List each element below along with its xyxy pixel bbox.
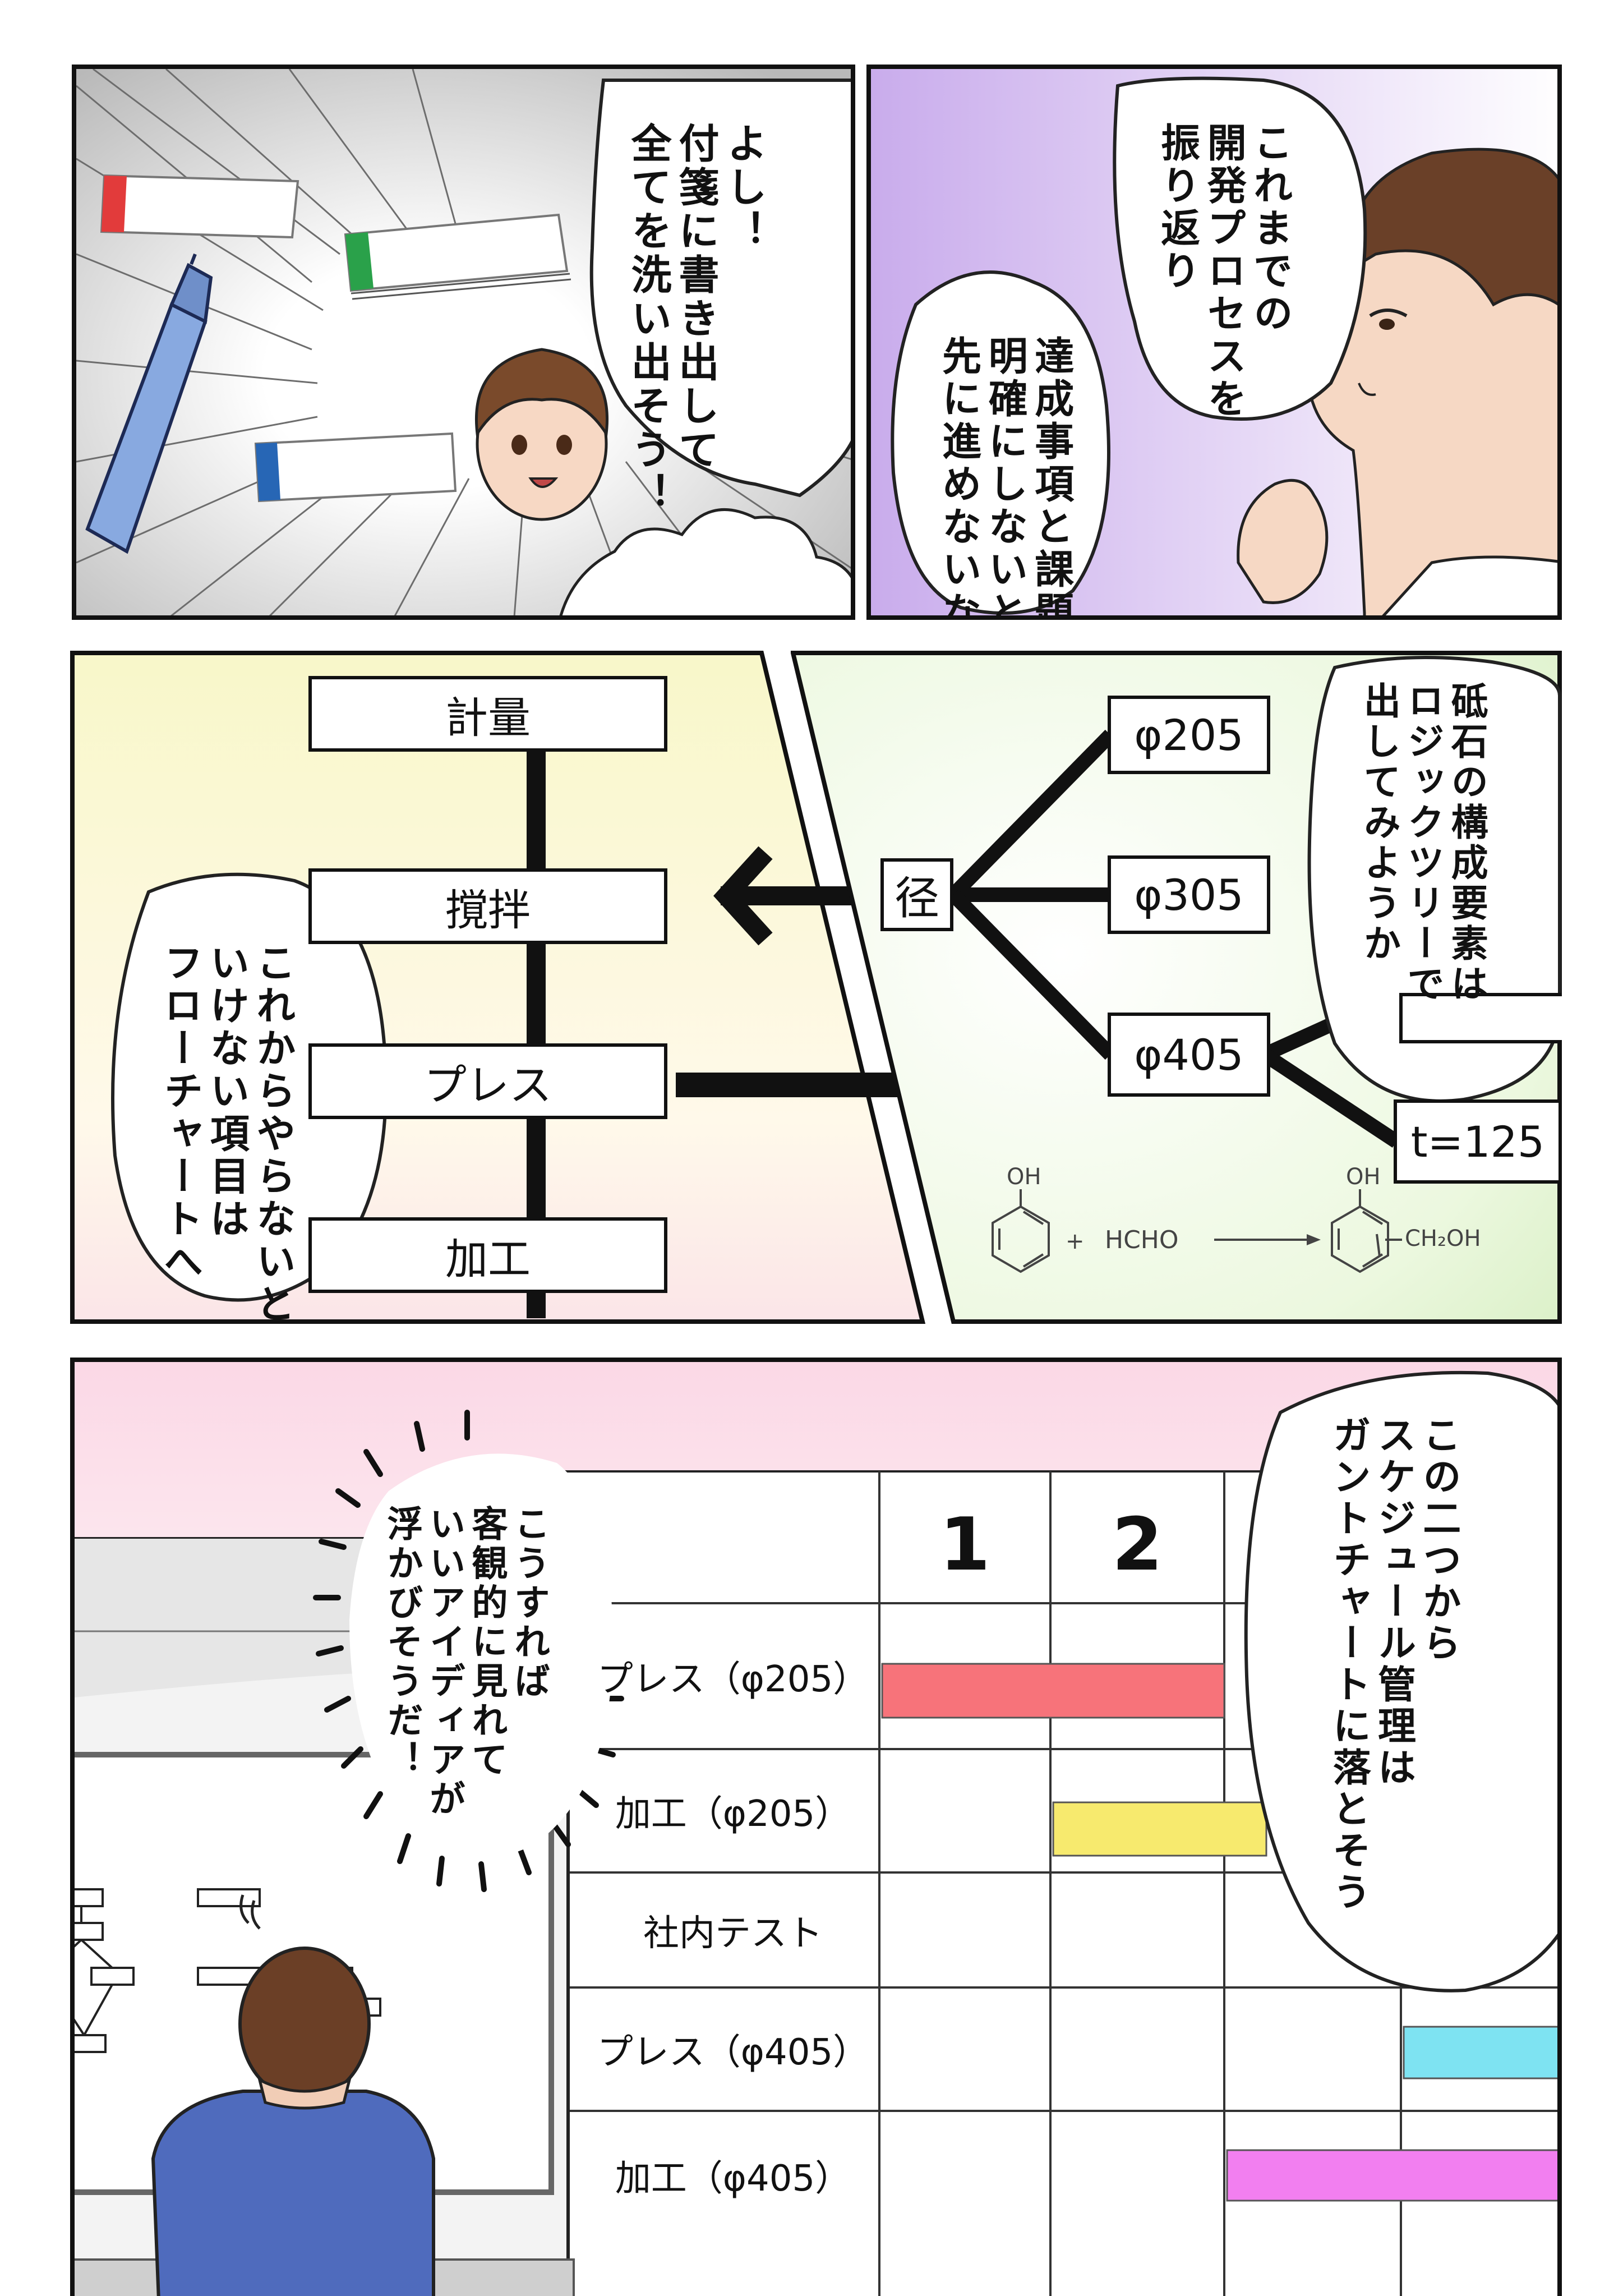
phenol-benzene-icon: [992, 1189, 1050, 1273]
speech-bubble-2b: 達成事項と課題を 明確にしないと 先に進めないなぁ: [935, 335, 1075, 615]
speech-line: 達成事項と課題を: [1028, 335, 1075, 620]
speech-line: 全てを洗い出そう！: [624, 122, 672, 516]
speech-line: よし！: [720, 122, 767, 254]
speech-bubble-1: よし！ 付箋に書き出して 全てを洗い出そう！: [624, 122, 767, 526]
speech-line: いいアイディアが: [423, 1505, 465, 1819]
flow-node-kakou: 加工: [308, 1217, 667, 1293]
speech-line: 出してみようか: [1357, 682, 1401, 964]
gantt-row-press405: プレス（φ405）: [597, 2032, 869, 2073]
sticky-note-green-icon: [344, 213, 571, 300]
panel-4-frame: [791, 651, 1562, 1324]
formula-plus: +: [1066, 1228, 1085, 1254]
gantt-bar-press405: [1403, 2026, 1557, 2079]
speed-lines: [76, 69, 851, 615]
sticky-note-blue-icon: [254, 432, 457, 503]
panel-5-background: [75, 1362, 1557, 2296]
tree-root-kei: 径: [880, 858, 953, 931]
panel-4: 径 φ205 φ305 φ405 t=125 砥石の構成要素は ロジックツリーで…: [791, 651, 1562, 1324]
gantt-row-press205: プレス（φ205）: [597, 1659, 869, 1700]
speech-line: 明確にしないと: [982, 335, 1029, 620]
speech-line: 付箋に書き出して: [672, 122, 720, 472]
speech-line: 開発プロセスを: [1201, 122, 1247, 421]
speech-line: ロジックツリーで: [1401, 682, 1445, 1005]
speech-line: 振り返り: [1154, 122, 1201, 293]
product-benzene-icon: [1331, 1189, 1402, 1273]
sticky-note-red-icon: [100, 174, 299, 239]
flow-node-press: プレス: [308, 1043, 667, 1119]
formula-oh-right: OH: [1346, 1164, 1381, 1190]
panel-5: 1 2 プレス（φ205） 加工（φ205） 社内テスト プレス（φ405） 加…: [70, 1358, 1562, 2296]
gantt-col-2: 2: [1112, 1502, 1163, 1587]
tree-branch-205: φ205: [1108, 696, 1270, 774]
speech-line: 先に進めないなぁ: [935, 335, 982, 620]
speech-line: こうすれば: [508, 1505, 550, 1701]
tree-branch-405: φ405: [1108, 1013, 1270, 1097]
speech-line: いけない項目は: [204, 942, 250, 1241]
speech-line: 砥石の構成要素は: [1445, 682, 1488, 1005]
formula-oh-left: OH: [1007, 1164, 1041, 1190]
speech-line: ガントチャートに落とそう: [1326, 1415, 1371, 1913]
speech-bubble-5: この二つから スケジュール管理は ガントチャートに落とそう: [1325, 1415, 1460, 1965]
speech-line: この二つから: [1415, 1415, 1460, 1664]
speech-line: 客観的に見れて: [465, 1505, 508, 1780]
panel-3: 計量 撹拌 プレス 加工 これからやらないと いけない項目は フローチャートへ: [70, 651, 942, 1324]
speech-bubble-4: 砥石の構成要素は ロジックツリーで 出してみようか: [1357, 682, 1488, 1069]
tree-leaf-hidden: [1399, 993, 1562, 1043]
character-face-icon: [1237, 148, 1557, 615]
gantt-col-1: 1: [939, 1502, 990, 1587]
speech-bubble-2a: これまでの 開発プロセスを 振り返り: [1154, 122, 1293, 421]
speech-line: 浮かびそうだ！: [381, 1505, 423, 1780]
reaction-arrow-icon: [1214, 1234, 1321, 1245]
gantt-row-kakou205: 加工（φ205）: [615, 1793, 851, 1835]
gantt-bar-kakou405: [1226, 2149, 1557, 2202]
speech-line: これからやらないと: [250, 942, 296, 1324]
formula-reagent: HCHO: [1105, 1226, 1179, 1254]
panel-2: これまでの 開発プロセスを 振り返り 達成事項と課題を 明確にしないと 先に進め…: [866, 65, 1562, 620]
pen-icon: [85, 253, 213, 554]
flow-node-kakuhan: 撹拌: [308, 868, 667, 944]
character-head-icon: [475, 348, 608, 521]
flow-node-keiryo: 計量: [308, 676, 667, 752]
thought-bubble-5: こうすれば 客観的に見れて いいアイディアが 浮かびそうだ！: [380, 1505, 550, 1842]
gantt-bar-press205: [881, 1663, 1225, 1719]
panel-2-background: [871, 69, 1557, 615]
tree-branch-305: φ305: [1108, 855, 1270, 934]
gantt-bar-kakou205: [1052, 1801, 1267, 1857]
gantt-row-test: 社内テスト: [643, 1912, 823, 1954]
panel-3-frame: [70, 651, 926, 1324]
speech-line: これまでの: [1247, 122, 1293, 335]
tree-leaf-t125: t=125: [1394, 1099, 1562, 1184]
gantt-row-kakou405: 加工（φ405）: [615, 2158, 851, 2200]
speech-line: フローチャートへ: [157, 942, 204, 1283]
formula-ch2oh: CH₂OH: [1405, 1226, 1481, 1251]
character-back-icon: [151, 1894, 435, 2296]
speech-bubble-3: これからやらないと いけない項目は フローチャートへ: [157, 942, 296, 1324]
panel-1: よし！ 付箋に書き出して 全てを洗い出そう！: [72, 65, 855, 620]
speech-line: スケジュール管理は: [1371, 1415, 1415, 1789]
